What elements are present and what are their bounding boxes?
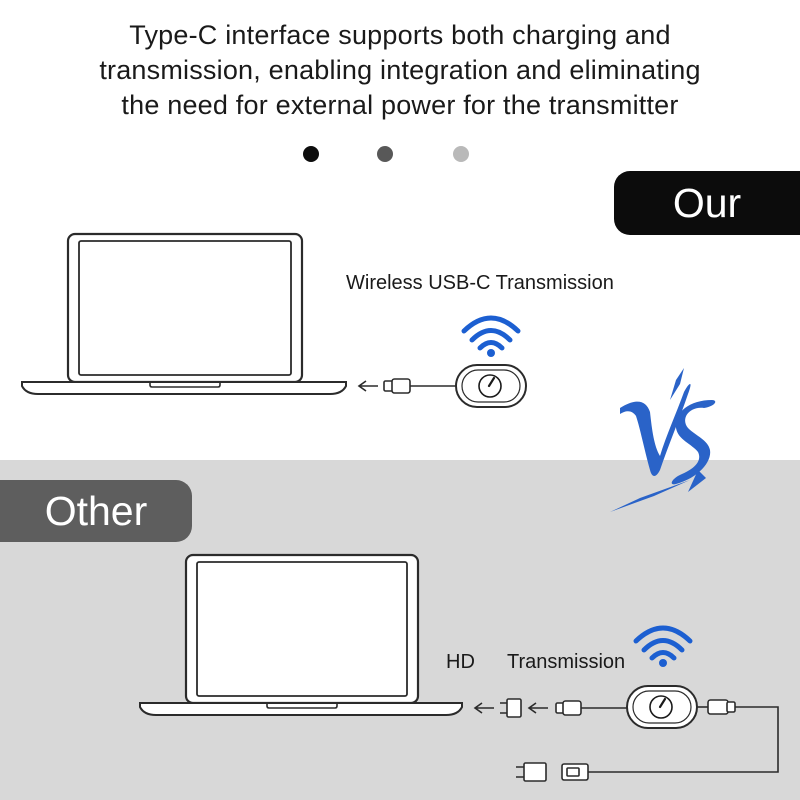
our-badge: Our — [614, 171, 800, 235]
transmitter-icon — [626, 685, 698, 729]
laptop-icon — [21, 232, 347, 395]
hd-label: HD — [446, 651, 475, 673]
hdmi-adapter-icon — [500, 698, 522, 718]
transmission-label: Transmission — [507, 651, 626, 673]
power-adapter-icon — [516, 762, 547, 782]
arrow-left-icon — [473, 702, 494, 714]
wifi-icon — [461, 315, 521, 357]
headline-line-1: Type-C interface supports both charging … — [129, 20, 671, 50]
headline-line-2: transmission, enabling integration and e… — [99, 55, 701, 85]
usb-c-plug-icon — [555, 700, 628, 716]
carousel-dot-1[interactable] — [303, 146, 319, 162]
headline-line-3: the need for external power for the tran… — [121, 90, 679, 120]
power-cable — [561, 699, 779, 781]
transmitter-icon — [455, 364, 527, 408]
vs-logo — [610, 368, 716, 512]
wifi-icon — [633, 625, 693, 667]
arrow-left-icon — [527, 702, 548, 714]
other-badge: Other — [0, 480, 192, 542]
carousel-dot-2[interactable] — [377, 146, 393, 162]
carousel-dots — [0, 146, 800, 164]
carousel-dot-3[interactable] — [453, 146, 469, 162]
wireless-usb-c-label: Wireless USB-C Transmission — [346, 272, 614, 294]
headline: Type-C interface supports both charging … — [0, 18, 800, 123]
laptop-icon — [139, 553, 463, 716]
arrow-left-icon — [357, 380, 378, 392]
usb-c-plug-icon — [383, 378, 456, 394]
